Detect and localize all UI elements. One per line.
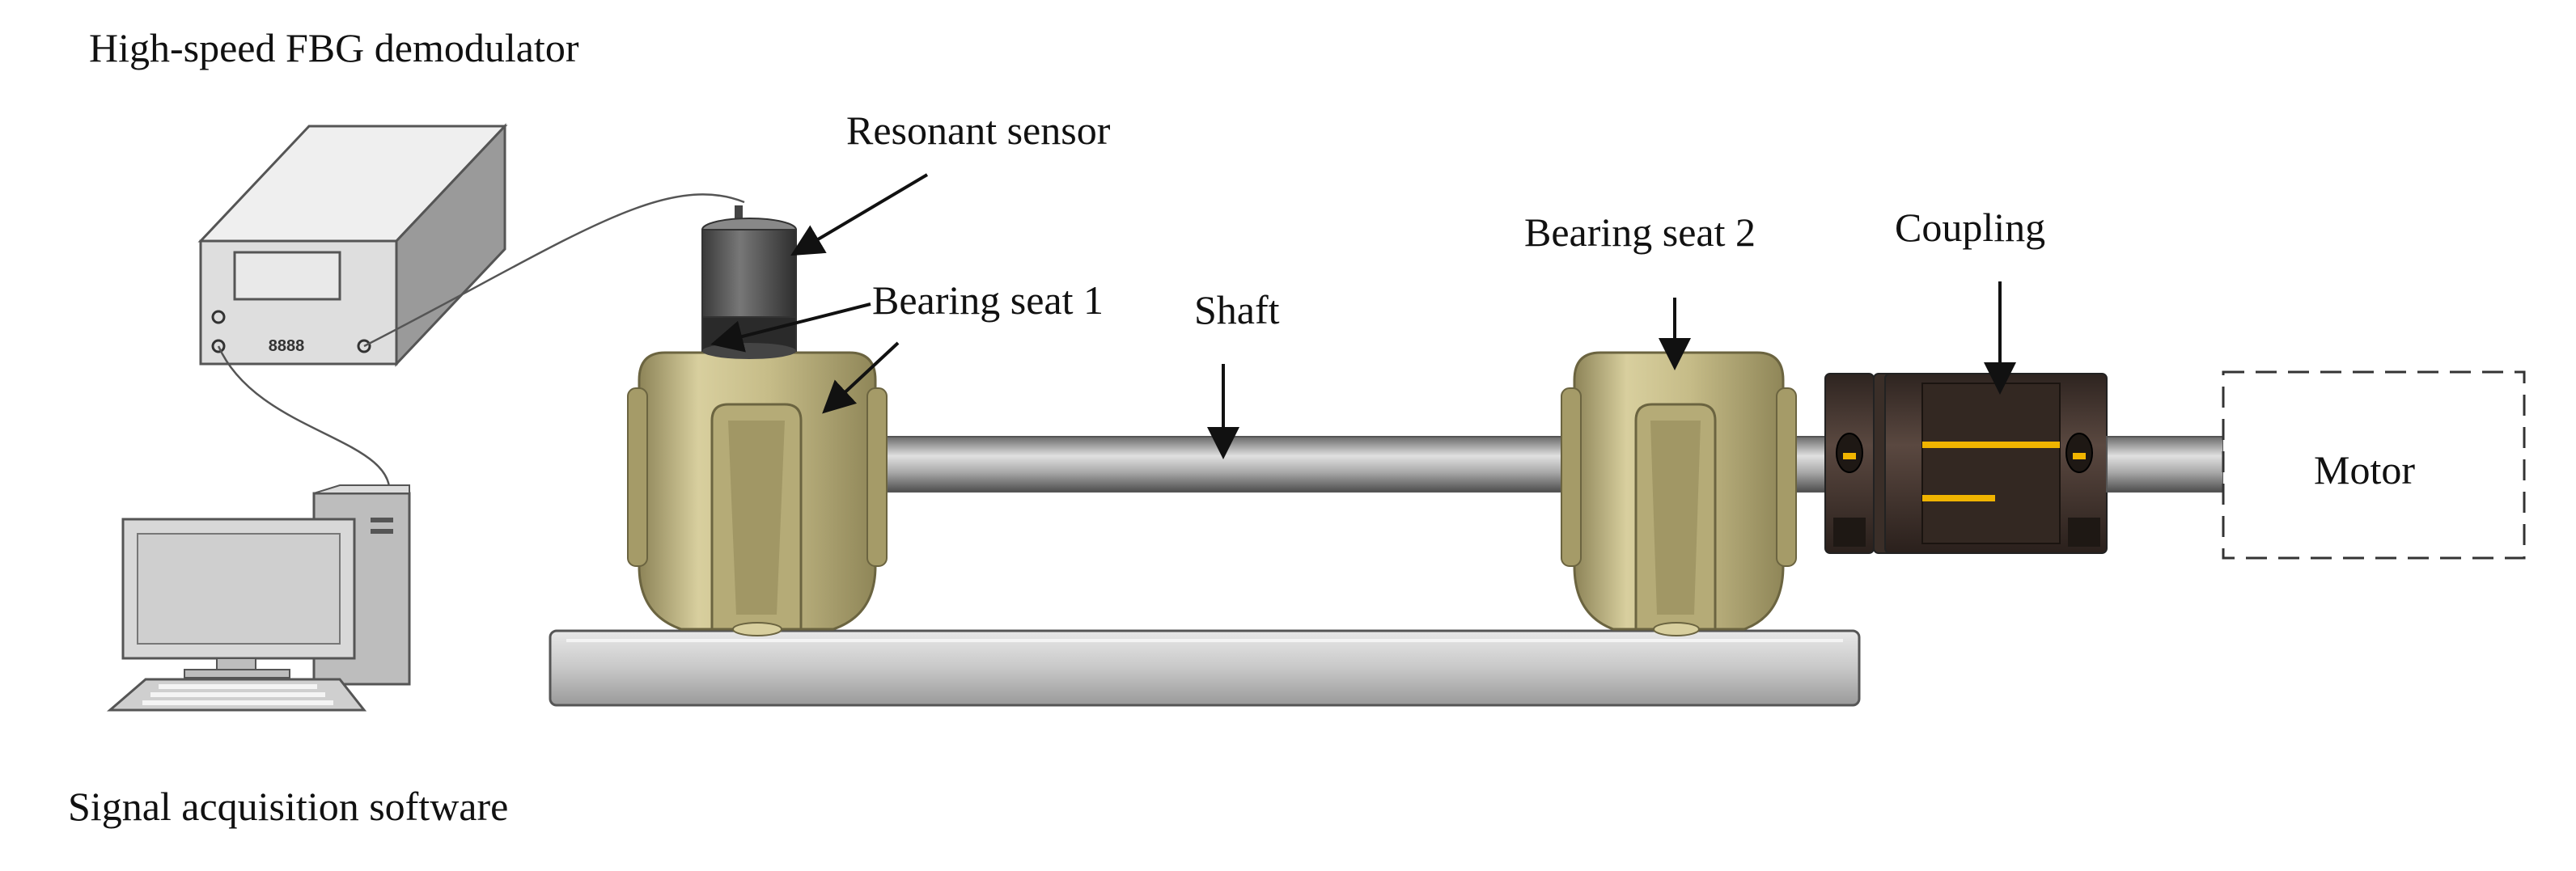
- software-label: Signal acquisition software: [68, 784, 509, 829]
- shaft-label: Shaft: [1194, 287, 1280, 332]
- bearing-seat-2: [1561, 351, 1797, 636]
- demodulator-device: [197, 123, 508, 367]
- motor-shaft-stub: [2106, 436, 2224, 493]
- resonant-sensor-label: Resonant sensor: [846, 108, 1111, 153]
- demodulator-label: High-speed FBG demodulator: [89, 25, 579, 70]
- usb-cable: [217, 345, 391, 502]
- resonant-sensor: [701, 205, 797, 359]
- bearing-seat-1: [627, 351, 888, 636]
- sensor-mount-arrow: [710, 302, 871, 353]
- computer: [106, 484, 411, 712]
- demodulator-display-digits: 8888: [269, 337, 305, 355]
- base-plate: [549, 629, 1861, 707]
- motor-box: [2222, 370, 2526, 560]
- bearing-seat-1-label: Bearing seat 1: [872, 277, 1104, 323]
- bearing-seat-2-label: Bearing seat 2: [1524, 209, 1756, 255]
- resonant-sensor-arrow: [790, 173, 929, 256]
- fiber-cable: [363, 193, 745, 348]
- coupling: [1824, 373, 2108, 554]
- coupling-label: Coupling: [1895, 205, 2046, 250]
- bearing-seat-1-arrow: [822, 341, 900, 414]
- motor-label: Motor: [2314, 447, 2415, 493]
